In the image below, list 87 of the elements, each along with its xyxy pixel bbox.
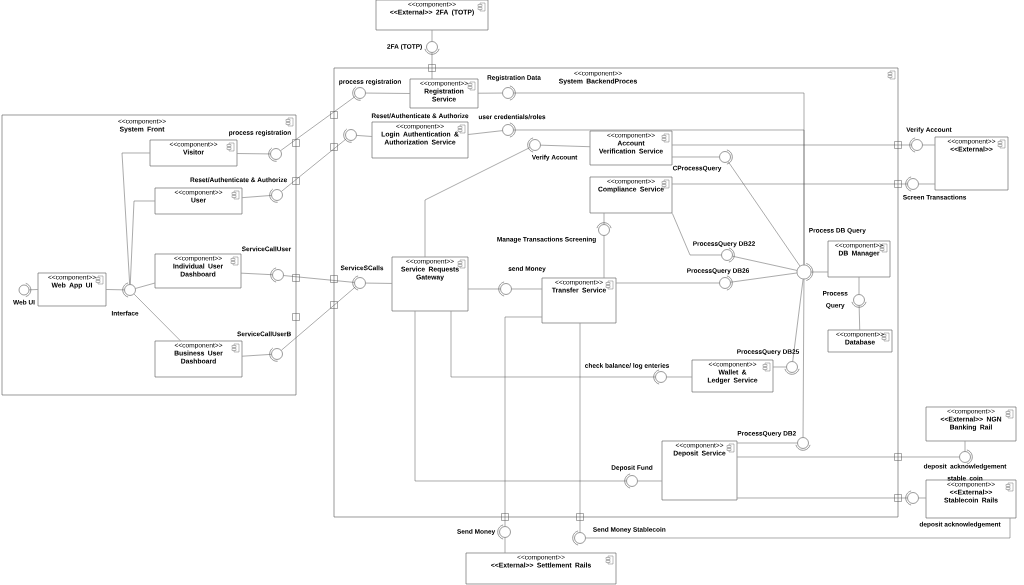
connector-line <box>130 200 155 285</box>
interface-symbol <box>911 139 923 151</box>
connector-line <box>918 183 935 185</box>
interface-symbol <box>796 264 812 280</box>
connector-line <box>585 518 1011 539</box>
interface-symbol <box>907 492 919 504</box>
connector-line <box>732 256 798 271</box>
connector-line <box>922 144 935 146</box>
connector-line <box>242 195 272 198</box>
interface-symbol <box>574 532 586 544</box>
connector-line <box>281 138 347 192</box>
interface-symbol <box>502 124 514 136</box>
connector-line <box>29 289 38 291</box>
connector-line <box>603 213 605 225</box>
connector-line <box>424 147 531 257</box>
connector-line <box>672 213 722 256</box>
interface-symbol <box>502 87 514 99</box>
connector-line <box>281 286 356 351</box>
connector-line <box>858 305 860 330</box>
interface-symbol <box>655 371 667 383</box>
connector-line <box>365 92 410 94</box>
interface-symbol <box>269 347 283 362</box>
connector-line <box>811 271 828 273</box>
connector-line <box>241 272 273 275</box>
connector-line <box>133 293 181 341</box>
interface-symbol <box>719 151 731 163</box>
interface-symbol <box>18 284 30 296</box>
interface-symbol <box>269 188 283 203</box>
interface-symbol <box>598 224 610 236</box>
interface-symbol <box>721 249 733 261</box>
connector-line <box>280 96 356 151</box>
connector-line <box>504 537 506 553</box>
connector-line <box>431 30 433 42</box>
connector-line <box>450 311 656 378</box>
interface-symbol <box>907 178 919 190</box>
connector-line <box>579 323 581 533</box>
connector-line <box>283 275 355 283</box>
connector-line <box>802 279 805 438</box>
connector-line <box>672 156 720 158</box>
connector-line <box>242 354 272 357</box>
interface-symbol <box>853 294 865 306</box>
connector-line <box>237 153 271 155</box>
connector-line <box>511 288 542 290</box>
interface-symbol <box>529 139 541 151</box>
connector-line <box>737 456 960 458</box>
connector-line <box>666 376 692 378</box>
connector-line <box>737 497 908 499</box>
interface-symbol <box>343 128 357 143</box>
interface-symbol <box>626 475 638 487</box>
connector-line <box>792 279 804 362</box>
connector-line <box>730 272 798 283</box>
connector-line <box>468 130 503 135</box>
connector-line <box>106 289 125 291</box>
interface-symbol <box>500 283 512 295</box>
interface-symbol <box>959 451 971 463</box>
connector-line <box>918 497 926 499</box>
interface-symbol <box>719 277 731 289</box>
connector-line <box>672 144 912 146</box>
connector-line <box>135 282 155 289</box>
connector-line <box>672 183 908 185</box>
interface-symbol <box>786 361 798 373</box>
connector-line <box>504 316 542 527</box>
interface-symbol <box>268 147 282 162</box>
connector-line <box>540 144 590 147</box>
connector-line <box>728 161 801 267</box>
interface-symbol <box>797 437 809 449</box>
connector-line <box>637 480 662 482</box>
connector-line <box>365 282 392 284</box>
interface-symbol <box>272 269 284 281</box>
connector-line <box>737 442 798 444</box>
connector-line <box>121 152 150 285</box>
interface-symbol <box>426 41 438 53</box>
connector-line <box>468 288 501 290</box>
connector-line <box>616 282 720 284</box>
connector-line <box>356 135 372 137</box>
interface-symbol <box>499 526 511 538</box>
connector-line <box>603 235 605 278</box>
connector-line <box>858 277 860 295</box>
interface-symbol <box>352 86 366 101</box>
connector-line <box>513 129 805 265</box>
interface-symbol <box>124 284 136 296</box>
connector-line <box>414 311 627 482</box>
connector-line <box>773 366 787 368</box>
connector-line <box>431 52 433 79</box>
connector-line <box>478 92 503 94</box>
connector-line <box>964 441 966 452</box>
interface-symbol <box>354 277 366 289</box>
